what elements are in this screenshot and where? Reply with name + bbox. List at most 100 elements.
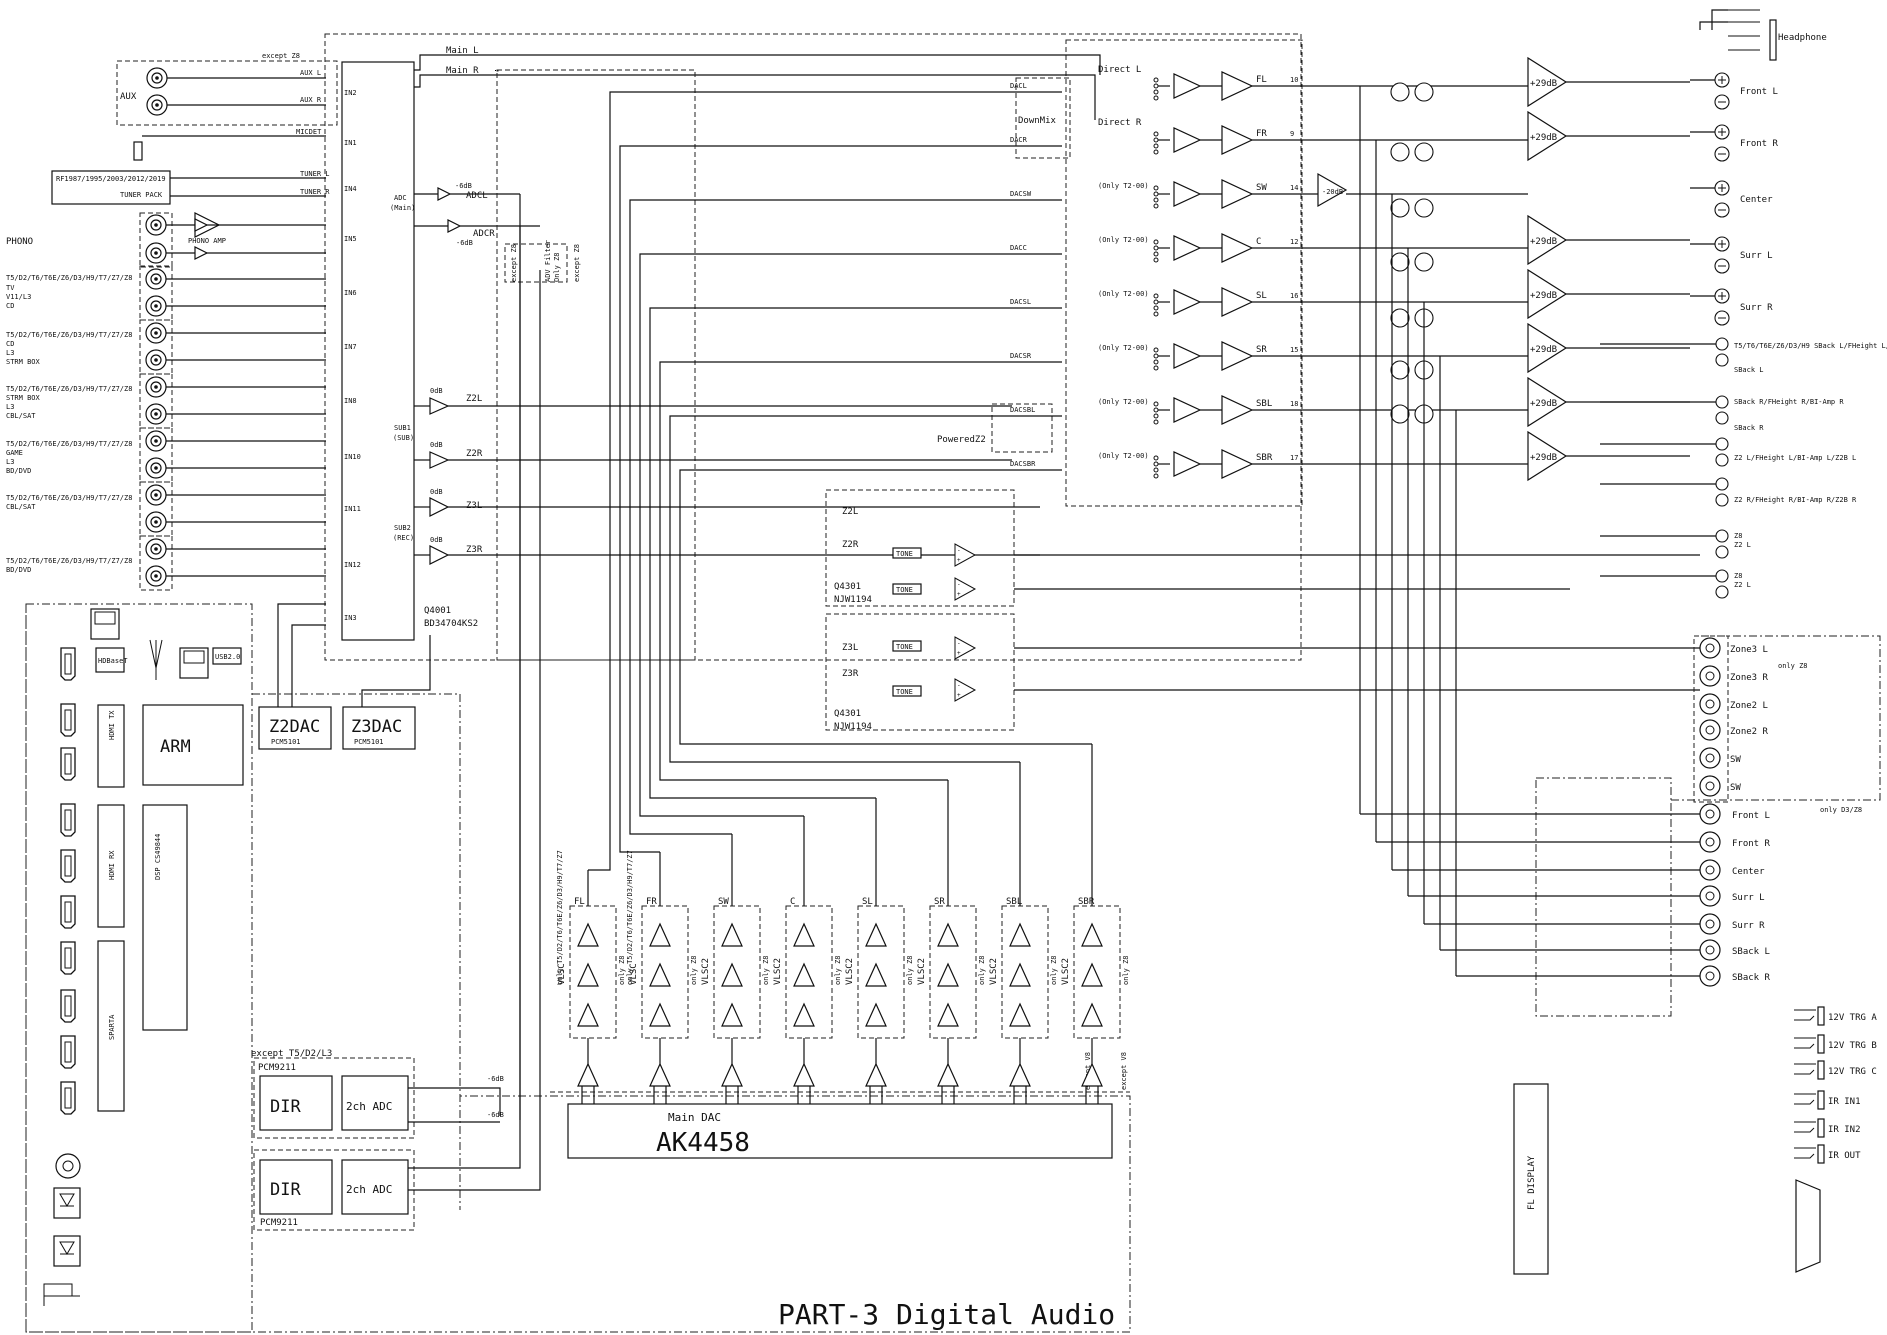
selector-contact (1153, 347, 1159, 353)
pcm9211-b: DIR 2ch ADC PCM9211 (253, 1149, 415, 1231)
only-t2-note: (Only T2-00) (1098, 236, 1149, 244)
vlsc-channel-label: SBL (1006, 897, 1022, 907)
channel-name: SL (1256, 291, 1267, 301)
adc-attn: -6dB (487, 1111, 504, 1119)
channel-amp (1221, 395, 1254, 425)
vlsc-frame (1073, 905, 1121, 1039)
jack-group-1: T5/D2/T6/T6E/Z6/D3/H9/T7/Z7/Z8 TV V11/L3… (6, 265, 326, 321)
aux-l-net: AUX L (300, 69, 321, 77)
dac-wire (629, 199, 1062, 835)
selector-contact (1153, 137, 1159, 143)
only-t2-note: (Only T2-00) (1098, 344, 1149, 352)
sb-note: SBack L (1734, 366, 1764, 374)
selector-contact (1153, 197, 1159, 203)
mute-transistor (1414, 142, 1434, 162)
arm-label: ARM (160, 737, 191, 757)
downmix-label: DownMix (1018, 116, 1057, 126)
jack-group-line: V11/L3 (6, 293, 31, 301)
vlsc-stage-label: VLSC2 (773, 958, 783, 985)
jack-group-4: T5/D2/T6/T6E/Z6/D3/H9/T7/Z7/Z8 GAME L3 B… (6, 427, 326, 483)
pcm9211-part: PCM9211 (258, 1063, 296, 1073)
z8-note: Z8 (1734, 572, 1742, 580)
gain-label: +29dB (1530, 133, 1557, 143)
channel-pin: 16 (1290, 292, 1298, 300)
vlsc-stage-label: VLSC2 (917, 958, 927, 985)
speaker-label: Surr R (1740, 303, 1773, 313)
vlsc-opamp (721, 1002, 743, 1027)
gain-amp (1527, 268, 1568, 320)
channel-amp (1221, 287, 1254, 317)
trigger-contact (1794, 1093, 1816, 1105)
sb-note: T5/T6/T6E/Z6/D3/H9 SBack L/FHeight L/BI-… (1734, 342, 1887, 350)
sub1-label2: (SUB) (393, 434, 414, 442)
z2r-net: Z2R (466, 449, 483, 459)
dac-net-label: DACSR (1010, 352, 1032, 360)
selector-contact (1153, 311, 1159, 317)
trigger-contact (1794, 1121, 1816, 1133)
gain-amp (1527, 430, 1568, 482)
zone-gain: 0dB (430, 536, 443, 544)
dir-label: DIR (270, 1180, 301, 1200)
trigger-jack (1817, 1034, 1825, 1054)
tone-label: TONE (896, 550, 913, 558)
channel-amp (1221, 71, 1254, 101)
z2dac: Z2DAC PCM5101 (258, 706, 332, 750)
channel-name: FL (1256, 75, 1267, 85)
volume-amp (1173, 73, 1202, 99)
trigger-jack (1817, 1090, 1825, 1110)
hdmi-tx-label: HDMI TX (108, 710, 116, 740)
vlsc-channel-label: C (790, 897, 795, 907)
speaker-label: Surr L (1740, 251, 1773, 261)
vlsc-opamp (1009, 1002, 1031, 1027)
except-z8-note: except Z8 (262, 52, 300, 60)
tuner-models: RF1987/1995/2003/2012/2019 (56, 175, 166, 183)
volume-amp (1173, 343, 1202, 369)
zone-ic-part-no: NJW1194 (834, 595, 872, 605)
trigger-contact (1794, 1063, 1816, 1075)
sb-terminal (1715, 353, 1729, 367)
trigger-contact (1794, 1009, 1816, 1021)
zone-jack-inner (1705, 671, 1715, 681)
preout-label: Surr R (1732, 921, 1765, 931)
preout-frame (1535, 777, 1672, 1017)
trigger-label: IR IN2 (1828, 1125, 1861, 1135)
channel-name: FR (1256, 129, 1267, 139)
jack-group-line: CBL/SAT (6, 412, 36, 420)
gain-label: +29dB (1530, 399, 1557, 409)
zone-gain: 0dB (430, 441, 443, 449)
z3dac: Z3DAC PCM5101 (342, 706, 416, 750)
sb-terminal (1715, 411, 1729, 425)
preout-jack-inner (1705, 891, 1715, 901)
selector-contact (1153, 353, 1159, 359)
selector-contact (1153, 293, 1159, 299)
selector-contact (1153, 257, 1159, 263)
speaker-label: Center (1740, 195, 1773, 205)
buffer-opamp (865, 1062, 887, 1087)
zone-ic-part-no: NJW1194 (834, 722, 872, 732)
channel-pin: 17 (1290, 454, 1298, 462)
headphone-jack: Headphone (1699, 9, 1827, 61)
vlsc-stage-label: VLSC2 (845, 958, 855, 985)
gain-amp (1527, 322, 1568, 374)
selector-contact (1153, 239, 1159, 245)
vlsc-opamp (1009, 962, 1031, 987)
zone-ic-1: Z2L Z2R TONE TONE Q4301 NJW1194 (825, 489, 1015, 607)
preout-label: Front L (1732, 811, 1770, 821)
selector-pin: IN3 (344, 614, 357, 622)
vlsc-opamp (865, 962, 887, 987)
channel-amp (1221, 449, 1254, 479)
plus-sign (1718, 128, 1726, 136)
jack-group-line: BD/DVD (6, 566, 31, 574)
dac-net-label: DACL (1010, 82, 1027, 90)
channel-pin: 15 (1290, 346, 1298, 354)
selector-contact (1153, 143, 1159, 149)
zone-gain: 0dB (430, 488, 443, 496)
mute-transistor (1390, 404, 1410, 424)
zone-jack-inner (1705, 753, 1715, 763)
vlsc-channel-label: FR (646, 897, 657, 907)
jack-group-line: L3 (6, 349, 14, 357)
main-r-net: Main R (446, 66, 479, 76)
sb-terminal (1715, 545, 1729, 559)
main-dac: Main DAC AK4458 except V8 except V8 (550, 1052, 1130, 1159)
